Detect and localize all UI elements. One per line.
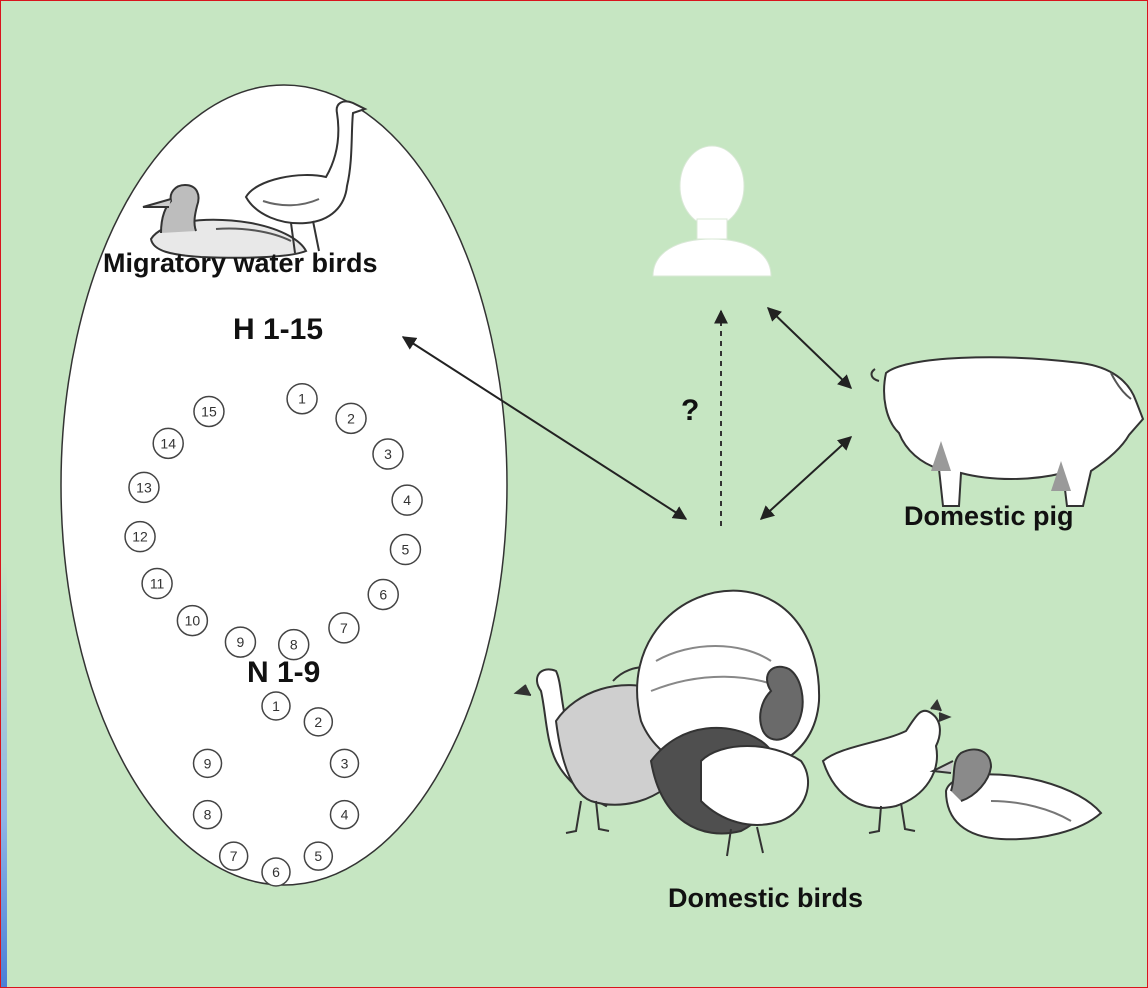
h-subtype-label-4: 4 (403, 492, 411, 508)
h-subtype-label-2: 2 (347, 410, 355, 426)
duck-icon (933, 749, 1101, 839)
h-subtype-label-1: 1 (298, 391, 306, 407)
h-subtype-label-7: 7 (340, 620, 348, 636)
hen-icon (823, 701, 949, 833)
h-subtype-label-11: 11 (150, 576, 165, 592)
pig-icon (872, 357, 1143, 506)
h-subtype-label-8: 8 (290, 637, 298, 653)
h-subtype-label-13: 13 (136, 479, 152, 495)
n-subtype-label-1: 1 (272, 698, 280, 714)
n-subtype-label-3: 3 (341, 755, 349, 771)
n-subtype-label-7: 7 (230, 848, 238, 864)
h-subtype-label-3: 3 (384, 446, 392, 462)
n-subtype-label-8: 8 (204, 807, 212, 823)
human-silhouette-icon (653, 146, 771, 276)
migratory-water-birds-label: Migratory water birds (103, 248, 378, 279)
domestic-pig-label: Domestic pig (904, 501, 1074, 532)
h-subtype-label-9: 9 (237, 634, 245, 650)
n-subtype-label-5: 5 (314, 848, 322, 864)
turkey-icon (637, 591, 819, 856)
h-subtype-label-15: 15 (201, 403, 217, 419)
h-subtype-label-14: 14 (160, 435, 176, 451)
h-subtype-label-5: 5 (402, 542, 410, 558)
n-subtype-label-9: 9 (204, 755, 212, 771)
h-subtype-label-10: 10 (185, 613, 201, 629)
domestic-birds-label: Domestic birds (668, 883, 863, 914)
n-subtypes-label: N 1-9 (247, 656, 320, 690)
n-subtype-label-2: 2 (314, 714, 322, 730)
n-subtype-label-4: 4 (341, 807, 349, 823)
h-subtype-label-6: 6 (379, 586, 387, 602)
h-subtype-label-12: 12 (132, 529, 148, 545)
arrow-human-pig (768, 308, 851, 388)
question-mark-label: ? (681, 394, 699, 428)
arrow-domestic-birds-pig (761, 437, 851, 519)
n-subtype-label-6: 6 (272, 864, 280, 880)
h-subtypes-label: H 1-15 (233, 313, 323, 347)
